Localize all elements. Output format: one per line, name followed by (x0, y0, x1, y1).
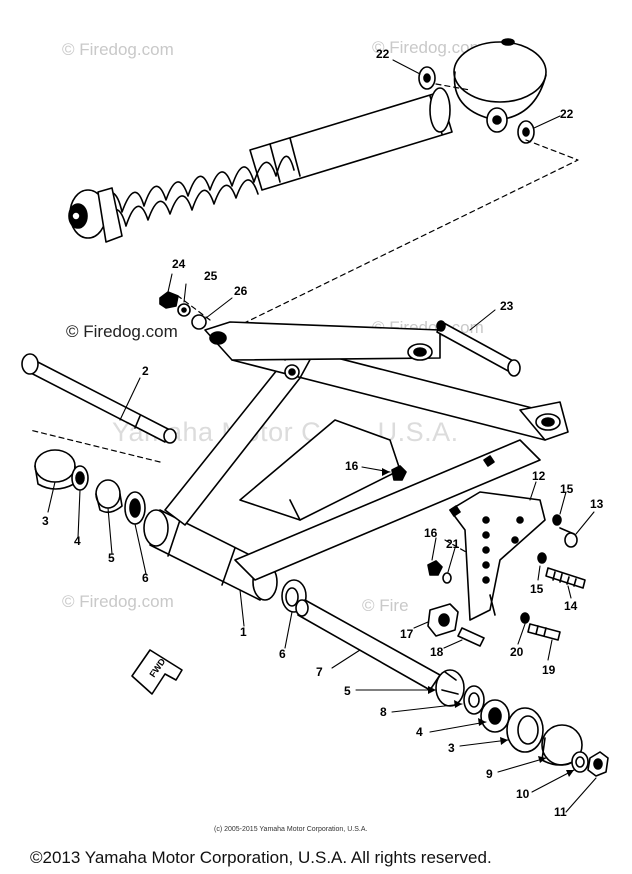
shock-absorber (68, 38, 547, 243)
callout-19: 19 (542, 663, 556, 677)
callout-4: 4 (74, 534, 81, 548)
collar-part-18 (457, 627, 485, 647)
washer-part-20 (520, 612, 530, 624)
callout-10: 10 (516, 787, 530, 801)
washer-part-15 (537, 552, 547, 564)
watermark-firedog: © Firedog.com (62, 40, 174, 59)
right-bearing-stack (435, 669, 609, 777)
callout-16: 16 (345, 459, 359, 473)
callout-4: 4 (416, 725, 423, 739)
callout-6: 6 (279, 647, 286, 661)
watermark-firedog: © Fire (362, 596, 409, 615)
callout-6: 6 (142, 571, 149, 585)
callout-17: 17 (400, 627, 414, 641)
left-bearing-set (34, 449, 146, 525)
bolt-part-14 (545, 567, 586, 589)
bracket-part-12 (449, 491, 546, 621)
callout-13: 13 (590, 497, 604, 511)
callout-12: 12 (532, 469, 546, 483)
washer-part-26 (191, 314, 207, 330)
callout-22: 22 (560, 107, 574, 121)
callout-3: 3 (42, 514, 49, 528)
callout-7: 7 (316, 665, 323, 679)
callout-20: 20 (510, 645, 524, 659)
callout-2: 2 (142, 364, 149, 378)
callout-15: 15 (560, 482, 574, 496)
callout-3: 3 (448, 741, 455, 755)
callout-9: 9 (486, 767, 493, 781)
callout-8: 8 (380, 705, 387, 719)
callout-14: 14 (564, 599, 578, 613)
pivot-bolt-part-2 (21, 353, 177, 444)
watermark-firedog: © Firedog.com (62, 592, 174, 611)
axle-bolt-part-23 (436, 320, 521, 377)
diagram-copyright: (c) 2005-2015 Yamaha Motor Corporation, … (214, 826, 368, 833)
callout-15: 15 (530, 582, 544, 596)
callout-24: 24 (172, 257, 186, 271)
callout-22: 22 (376, 47, 390, 61)
nut-part-24 (159, 291, 179, 309)
callout-5: 5 (344, 684, 351, 698)
callout-21: 21 (446, 537, 460, 551)
bolt-part-19 (527, 623, 561, 641)
callout-26: 26 (234, 284, 248, 298)
washer-part-21 (442, 572, 452, 584)
callout-18: 18 (430, 645, 444, 659)
footer-copyright: ©2013 Yamaha Motor Corporation, U.S.A. A… (30, 848, 492, 867)
callout-1: 1 (240, 625, 247, 639)
swing-arm (143, 321, 569, 601)
callout-11: 11 (554, 805, 567, 819)
forward-arrow (131, 649, 183, 695)
watermark-firedog-dark: © Firedog.com (66, 322, 178, 341)
watermark-firedog: © Firedog.com (372, 38, 484, 57)
callout-16: 16 (424, 526, 438, 540)
washer-part-15 (552, 514, 562, 526)
callout-23: 23 (500, 299, 514, 313)
callout-5: 5 (108, 551, 115, 565)
nut-part-16 (427, 560, 443, 576)
nut-part-16 (391, 465, 407, 481)
bolt-part-13 (559, 527, 578, 548)
callout-25: 25 (204, 269, 218, 283)
cushion-part-17 (427, 603, 459, 637)
